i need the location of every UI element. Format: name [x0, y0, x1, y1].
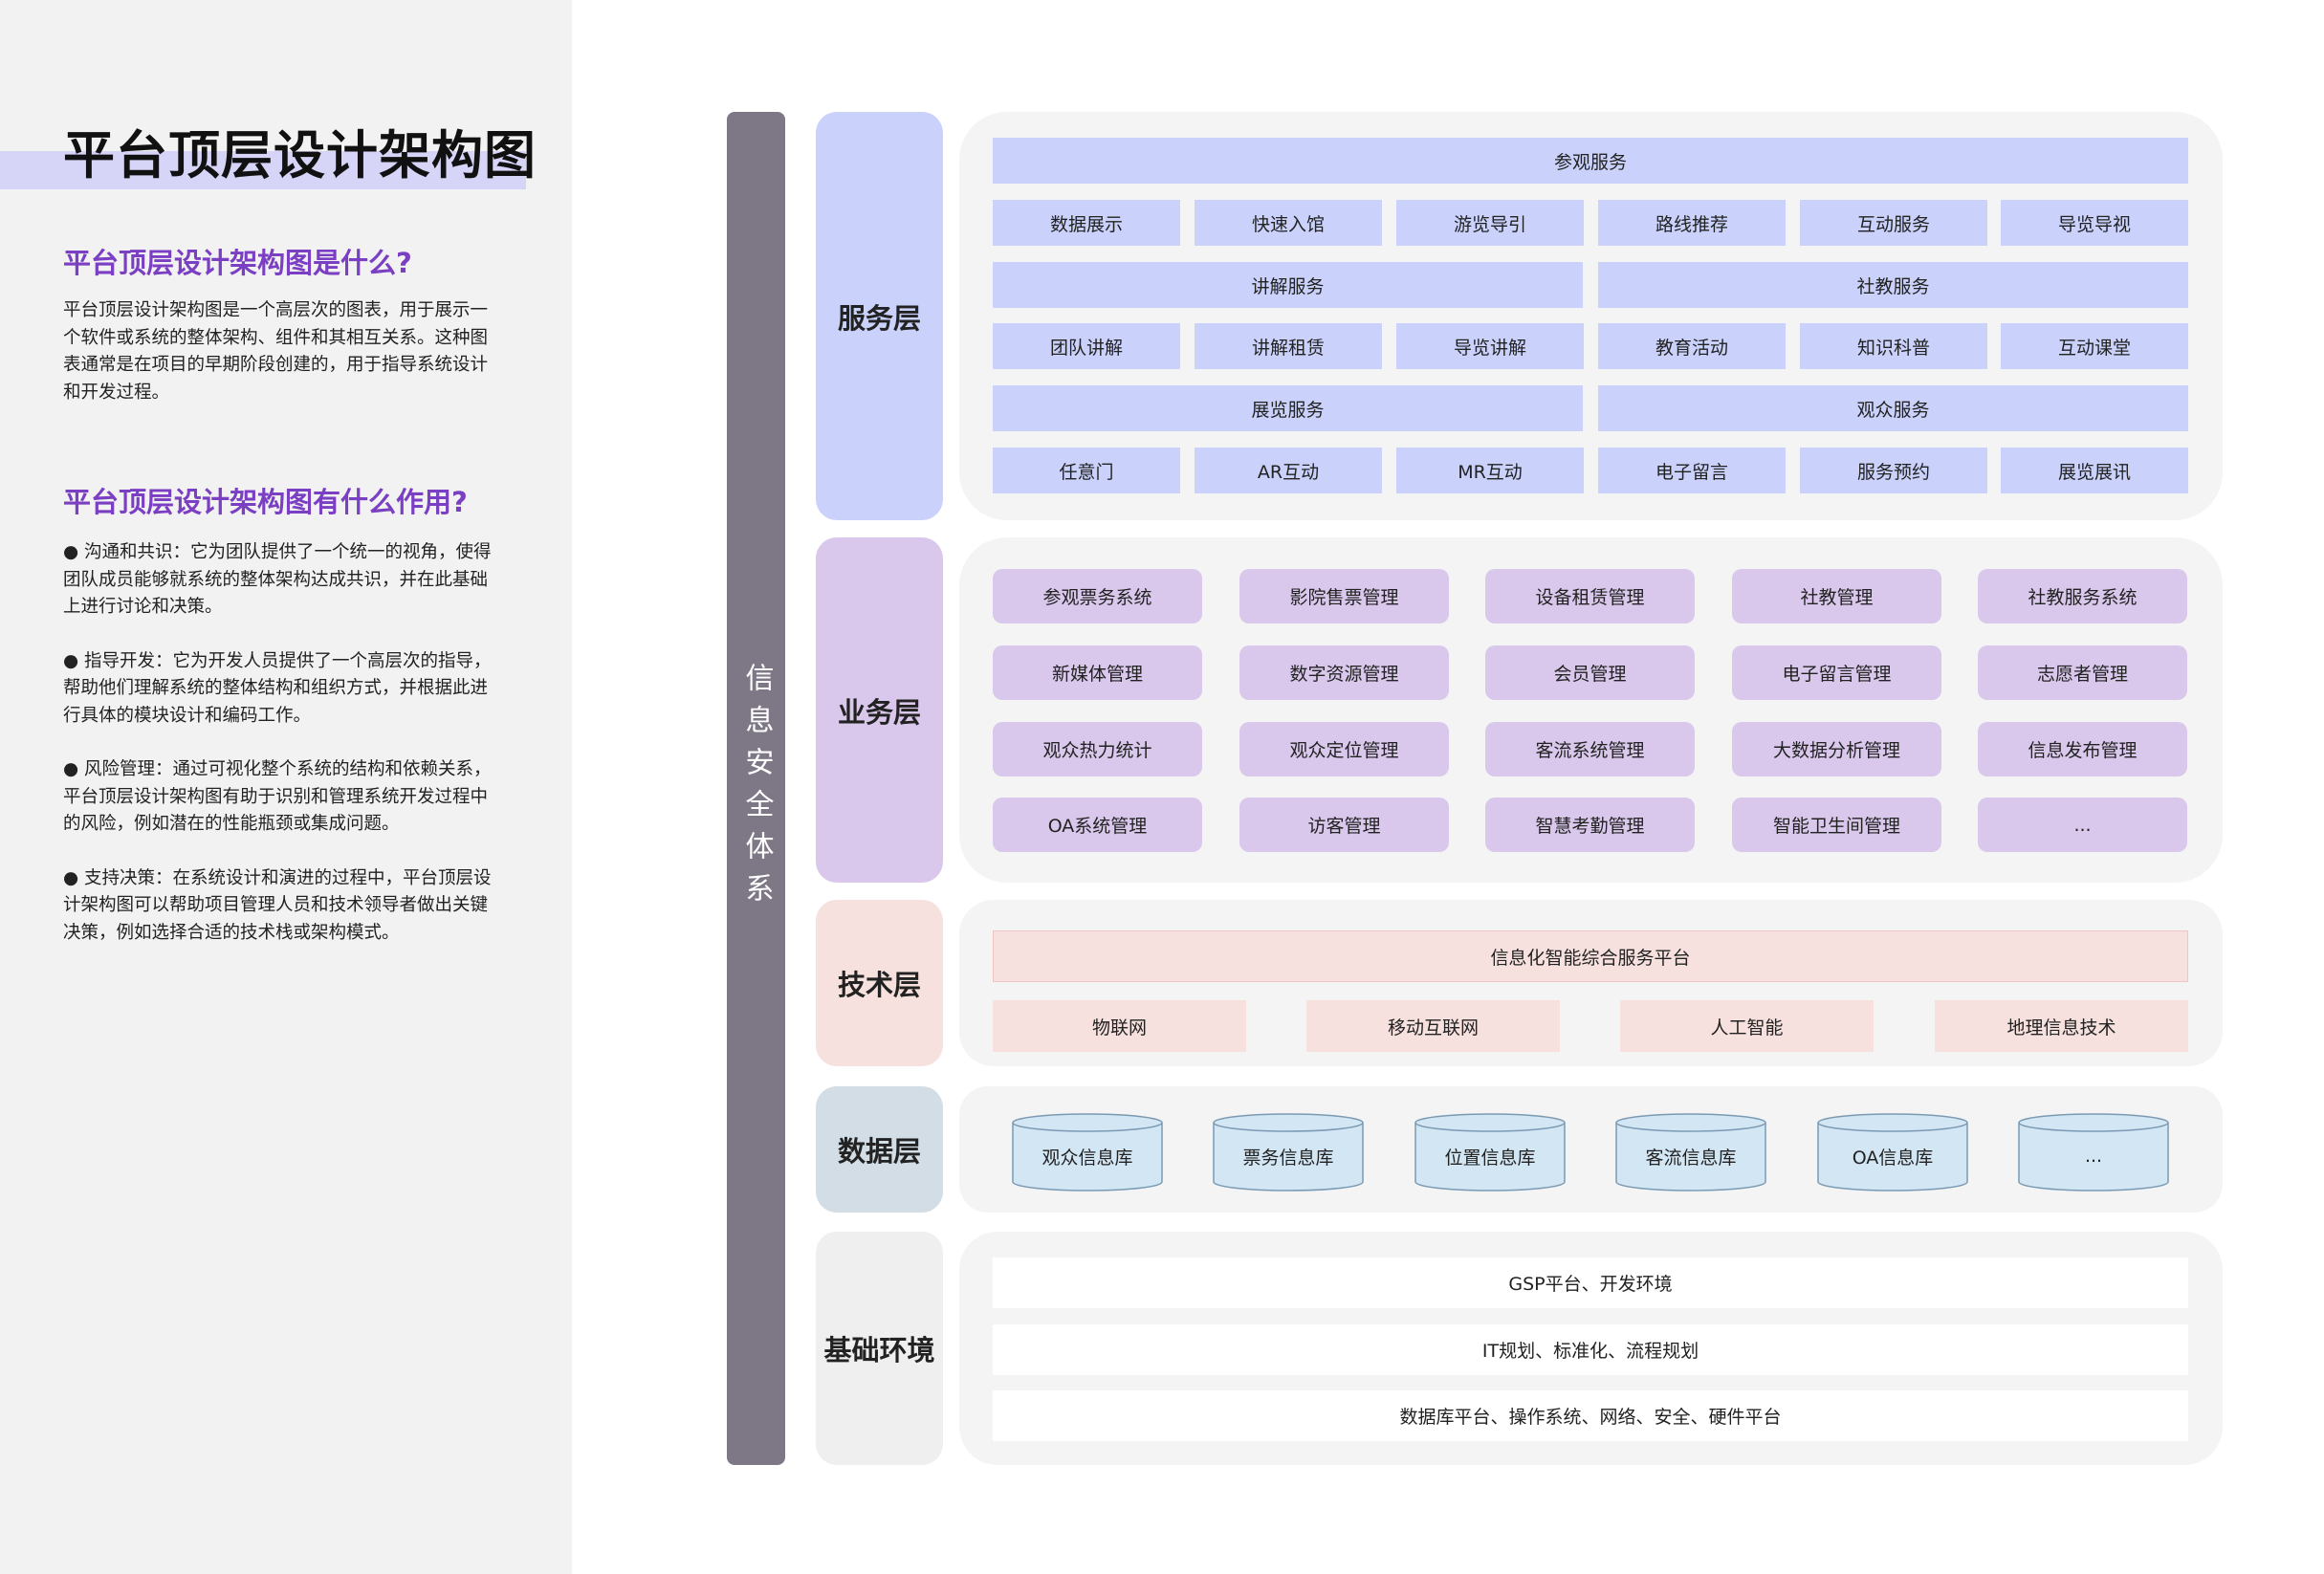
title-block: 平台顶层设计架构图	[0, 113, 536, 191]
business-item: 观众定位管理	[1239, 722, 1449, 776]
business-item: 数字资源管理	[1239, 645, 1449, 700]
business-layer-box: 参观票务系统 影院售票管理 设备租赁管理 社教管理 社教服务系统 新媒体管理 数…	[959, 537, 2223, 883]
service-edu: 社教服务	[1598, 262, 2188, 308]
data-layer-box: 观众信息库 票务信息库 位置信息库 客流信息库 OA信息库 ...	[959, 1086, 2223, 1213]
tech-item: 人工智能	[1620, 1000, 1874, 1052]
tech-item: 地理信息技术	[1935, 1000, 2188, 1052]
database-label: OA信息库	[1852, 1147, 1934, 1169]
security-system-label: 信息安全体系	[739, 662, 774, 915]
service-layer-label: 服务层	[816, 112, 943, 520]
business-item: ...	[1978, 798, 2187, 852]
service-item: 互动服务	[1800, 200, 1987, 246]
database-label: 位置信息库	[1444, 1147, 1536, 1169]
tech-platform: 信息化智能综合服务平台	[993, 930, 2188, 982]
service-item: 团队讲解	[993, 323, 1180, 369]
service-item: 任意门	[993, 448, 1180, 493]
database-icon	[1817, 1113, 1968, 1191]
base-layer-label: 基础环境	[816, 1232, 943, 1465]
service-item: 数据展示	[993, 200, 1180, 246]
purpose-item: ● 风险管理：通过可视化整个系统的结构和依赖关系，平台顶层设计架构图有助于识别和…	[63, 759, 492, 834]
service-item: 服务预约	[1800, 448, 1987, 493]
database-label: 观众信息库	[1041, 1147, 1133, 1169]
database-cylinder: 票务信息库	[1213, 1113, 1364, 1191]
section-title-purpose: 平台顶层设计架构图有什么作用?	[63, 486, 468, 518]
service-exhibit: 展览服务	[993, 385, 1583, 431]
tech-item: 物联网	[993, 1000, 1246, 1052]
service-visit: 参观服务	[993, 138, 2188, 184]
tech-layer-box: 信息化智能综合服务平台 物联网 移动互联网 人工智能 地理信息技术	[959, 900, 2223, 1066]
base-item: GSP平台、开发环境	[993, 1257, 2188, 1308]
business-item: 社教管理	[1732, 569, 1941, 623]
business-item: 影院售票管理	[1239, 569, 1449, 623]
business-item: 社教服务系统	[1978, 569, 2187, 623]
database-cylinder: OA信息库	[1817, 1113, 1968, 1191]
business-item: 信息发布管理	[1978, 722, 2187, 776]
purpose-item: ● 沟通和共识：它为团队提供了一个统一的视角，使得团队成员能够就系统的整体架构达…	[63, 542, 492, 617]
tech-item: 移动互联网	[1306, 1000, 1560, 1052]
business-item: 新媒体管理	[993, 645, 1202, 700]
service-layer-title: 服务层	[837, 301, 921, 335]
service-item: 知识科普	[1800, 323, 1987, 369]
section-title-what: 平台顶层设计架构图是什么?	[63, 247, 412, 279]
business-item: 会员管理	[1485, 645, 1695, 700]
page-title: 平台顶层设计架构图	[63, 125, 537, 186]
tech-layer-label: 技术层	[816, 900, 943, 1066]
service-item: MR互动	[1396, 448, 1584, 493]
service-item: AR互动	[1195, 448, 1382, 493]
service-item: 导览导视	[2001, 200, 2188, 246]
business-layer-label: 业务层	[816, 537, 943, 883]
database-cylinder: 客流信息库	[1615, 1113, 1766, 1191]
database-icon	[2018, 1113, 2169, 1191]
database-icon	[1213, 1113, 1364, 1191]
database-icon	[1012, 1113, 1163, 1191]
service-audience: 观众服务	[1598, 385, 2188, 431]
service-explain: 讲解服务	[993, 262, 1583, 308]
business-item: 智能卫生间管理	[1732, 798, 1941, 852]
base-item: 数据库平台、操作系统、网络、安全、硬件平台	[993, 1390, 2188, 1441]
business-layer-title: 业务层	[837, 695, 921, 729]
database-label: ...	[2084, 1146, 2103, 1167]
database-label: 票务信息库	[1242, 1147, 1334, 1169]
base-layer-title: 基础环境	[823, 1334, 935, 1366]
business-item: 大数据分析管理	[1732, 722, 1941, 776]
base-item: IT规划、标准化、流程规划	[993, 1324, 2188, 1375]
business-item: 智慧考勤管理	[1485, 798, 1695, 852]
service-item: 快速入馆	[1195, 200, 1382, 246]
service-item: 展览展讯	[2001, 448, 2188, 493]
service-item: 导览讲解	[1396, 323, 1584, 369]
business-item: 客流系统管理	[1485, 722, 1695, 776]
database-cylinder: 观众信息库	[1012, 1113, 1163, 1191]
purpose-item: ● 支持决策：在系统设计和演进的过程中，平台顶层设计架构图可以帮助项目管理人员和…	[63, 867, 492, 943]
business-item: 访客管理	[1239, 798, 1449, 852]
security-system-bar: 信息安全体系	[727, 112, 785, 1465]
database-cylinder: ...	[2018, 1113, 2169, 1191]
business-item: OA系统管理	[993, 798, 1202, 852]
tech-layer-title: 技术层	[837, 969, 921, 1001]
service-layer-box: 参观服务 数据展示 快速入馆 游览导引 路线推荐 互动服务 导览导视 讲解服务 …	[959, 112, 2223, 520]
business-item: 参观票务系统	[993, 569, 1202, 623]
business-item: 设备租赁管理	[1485, 569, 1695, 623]
service-item: 电子留言	[1598, 448, 1786, 493]
service-item: 教育活动	[1598, 323, 1786, 369]
data-layer-title: 数据层	[837, 1135, 921, 1168]
title-highlight	[0, 151, 526, 189]
service-item: 游览导引	[1396, 200, 1584, 246]
purpose-list: ● 沟通和共识：它为团队提供了一个统一的视角，使得团队成员能够就系统的整体架构达…	[63, 539, 503, 973]
business-item: 电子留言管理	[1732, 645, 1941, 700]
left-panel: 平台顶层设计架构图 平台顶层设计架构图是什么? 平台顶层设计架构图是一个高层次的…	[0, 0, 572, 1574]
service-item: 讲解租赁	[1195, 323, 1382, 369]
database-icon	[1615, 1113, 1766, 1191]
purpose-item: ● 指导开发：它为开发人员提供了一个高层次的指导，帮助他们理解系统的整体结构和组…	[63, 650, 492, 726]
data-layer-label: 数据层	[816, 1086, 943, 1213]
business-item: 观众热力统计	[993, 722, 1202, 776]
service-item: 路线推荐	[1598, 200, 1786, 246]
business-item: 志愿者管理	[1978, 645, 2187, 700]
base-layer-box: GSP平台、开发环境 IT规划、标准化、流程规划 数据库平台、操作系统、网络、安…	[959, 1232, 2223, 1465]
database-label: 客流信息库	[1645, 1147, 1737, 1169]
section-text-what: 平台顶层设计架构图是一个高层次的图表，用于展示一个软件或系统的整体架构、组件和其…	[63, 300, 489, 403]
database-icon	[1414, 1113, 1566, 1191]
service-item: 互动课堂	[2001, 323, 2188, 369]
database-cylinder: 位置信息库	[1414, 1113, 1566, 1191]
